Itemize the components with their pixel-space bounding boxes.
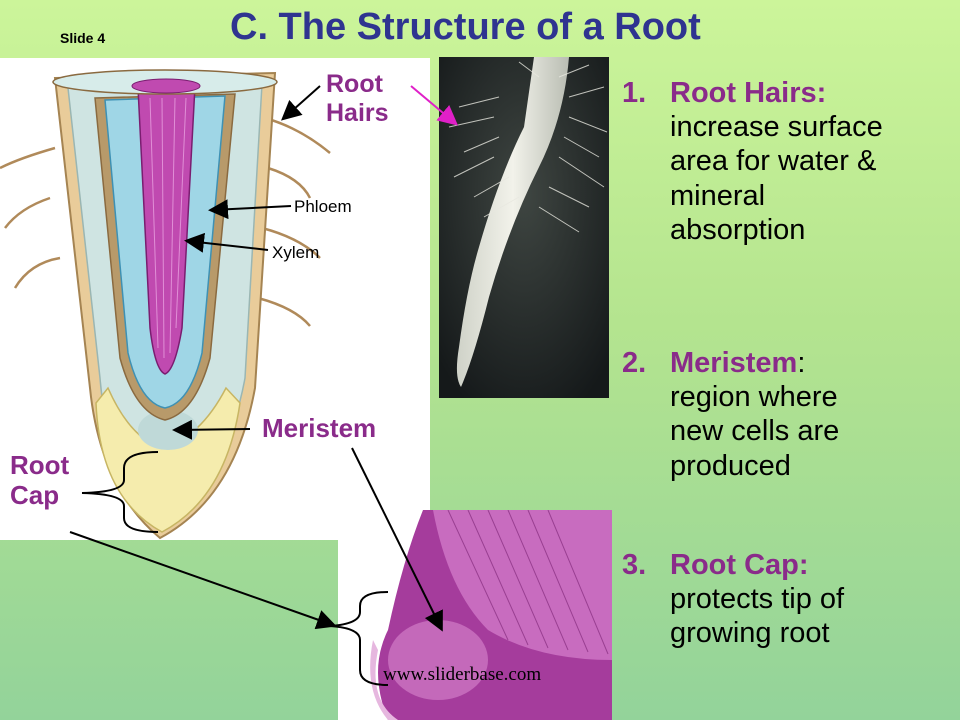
slide-title: C. The Structure of a Root bbox=[230, 6, 701, 48]
list-item-root-cap: 3. Root Cap: protects tip of growing roo… bbox=[622, 548, 952, 688]
list-term-colon: : bbox=[797, 347, 806, 379]
list-line: increase surface bbox=[670, 111, 883, 144]
root-cap-label-line1: Root bbox=[10, 450, 70, 480]
xylem-top-face bbox=[131, 78, 201, 94]
xylem-striations bbox=[149, 97, 187, 359]
list-term: Meristem bbox=[670, 347, 798, 379]
root-hairs-label-line1: Root bbox=[326, 70, 383, 98]
list-body: Meristem: region where new cells are pro… bbox=[670, 346, 960, 483]
root-hairs-label-line2: Hairs bbox=[326, 98, 389, 127]
list-body: Root Hairs: increase surface area for wa… bbox=[670, 76, 960, 247]
list-line: protects tip of bbox=[670, 583, 845, 616]
list-term: Root Cap: bbox=[670, 549, 809, 581]
list-line: growing root bbox=[670, 617, 830, 650]
root-cap-label: Root Cap bbox=[10, 450, 70, 511]
root-cap-label-line2: Cap bbox=[10, 479, 60, 510]
list-line: area for water & bbox=[670, 145, 877, 178]
watermark: www.sliderbase.com bbox=[383, 664, 542, 685]
photo-root-hairs bbox=[448, 61, 608, 233]
list-body: Root Cap: protects tip of growing root bbox=[670, 548, 960, 651]
list-item-meristem: 2. Meristem: region where new cells are … bbox=[622, 346, 952, 526]
root-hairs-photo bbox=[439, 57, 609, 398]
list-term: Root Hairs: bbox=[670, 77, 827, 109]
list-item-root-hairs: 1. Root Hairs: increase surface area for… bbox=[622, 76, 952, 316]
xylem-label: Xylem bbox=[272, 243, 320, 262]
list-line: region where bbox=[670, 381, 838, 414]
list-number: 1. bbox=[622, 77, 647, 109]
list-line: absorption bbox=[670, 213, 806, 246]
phloem-label: Phloem bbox=[294, 197, 352, 216]
root-diagram bbox=[0, 69, 331, 540]
list-line: produced bbox=[670, 449, 791, 482]
slide-number: Slide 4 bbox=[60, 30, 106, 46]
list-line: mineral bbox=[670, 179, 766, 212]
micrograph bbox=[338, 510, 612, 720]
root-cap-arrow bbox=[69, 531, 337, 630]
list-line: new cells are bbox=[670, 415, 840, 448]
meristem-label: Meristem bbox=[262, 413, 377, 443]
list-number: 3. bbox=[622, 549, 647, 581]
root-hairs-label: Root Hairs bbox=[326, 70, 389, 128]
list-number: 2. bbox=[622, 347, 647, 379]
